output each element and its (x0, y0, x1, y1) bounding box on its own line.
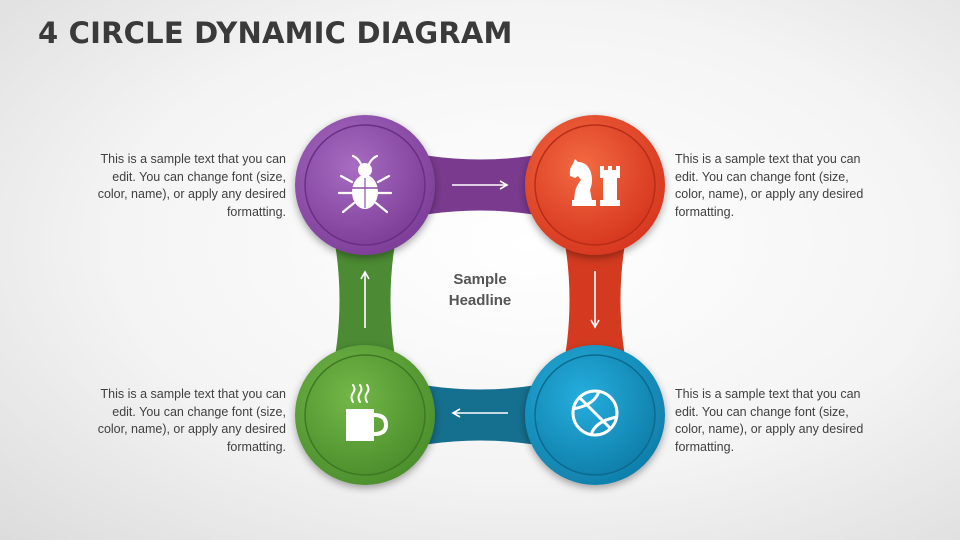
center-headline: Sample Headline (420, 269, 540, 311)
description-top-right: This is a sample text that you can edit.… (675, 152, 864, 219)
basketball-icon (571, 389, 619, 437)
description-top-left: This is a sample text that you can edit.… (97, 152, 286, 219)
arrow-right-icon (452, 180, 509, 190)
arrow-left-icon (451, 408, 508, 418)
arrow-up-icon (360, 270, 370, 328)
description-bottom-left: This is a sample text that you can edit.… (97, 387, 286, 454)
arrow-down-icon (590, 271, 600, 329)
headline-text: Sample Headline (448, 271, 512, 309)
coffee-mug-icon (346, 384, 389, 441)
chess-icon (569, 159, 620, 206)
page-title: 4 CIRCLE DYNAMIC DIAGRAM (38, 16, 513, 50)
bug-icon (337, 154, 393, 214)
circle-top-right (525, 115, 665, 255)
description-bottom-right: This is a sample text that you can edit.… (675, 387, 864, 454)
